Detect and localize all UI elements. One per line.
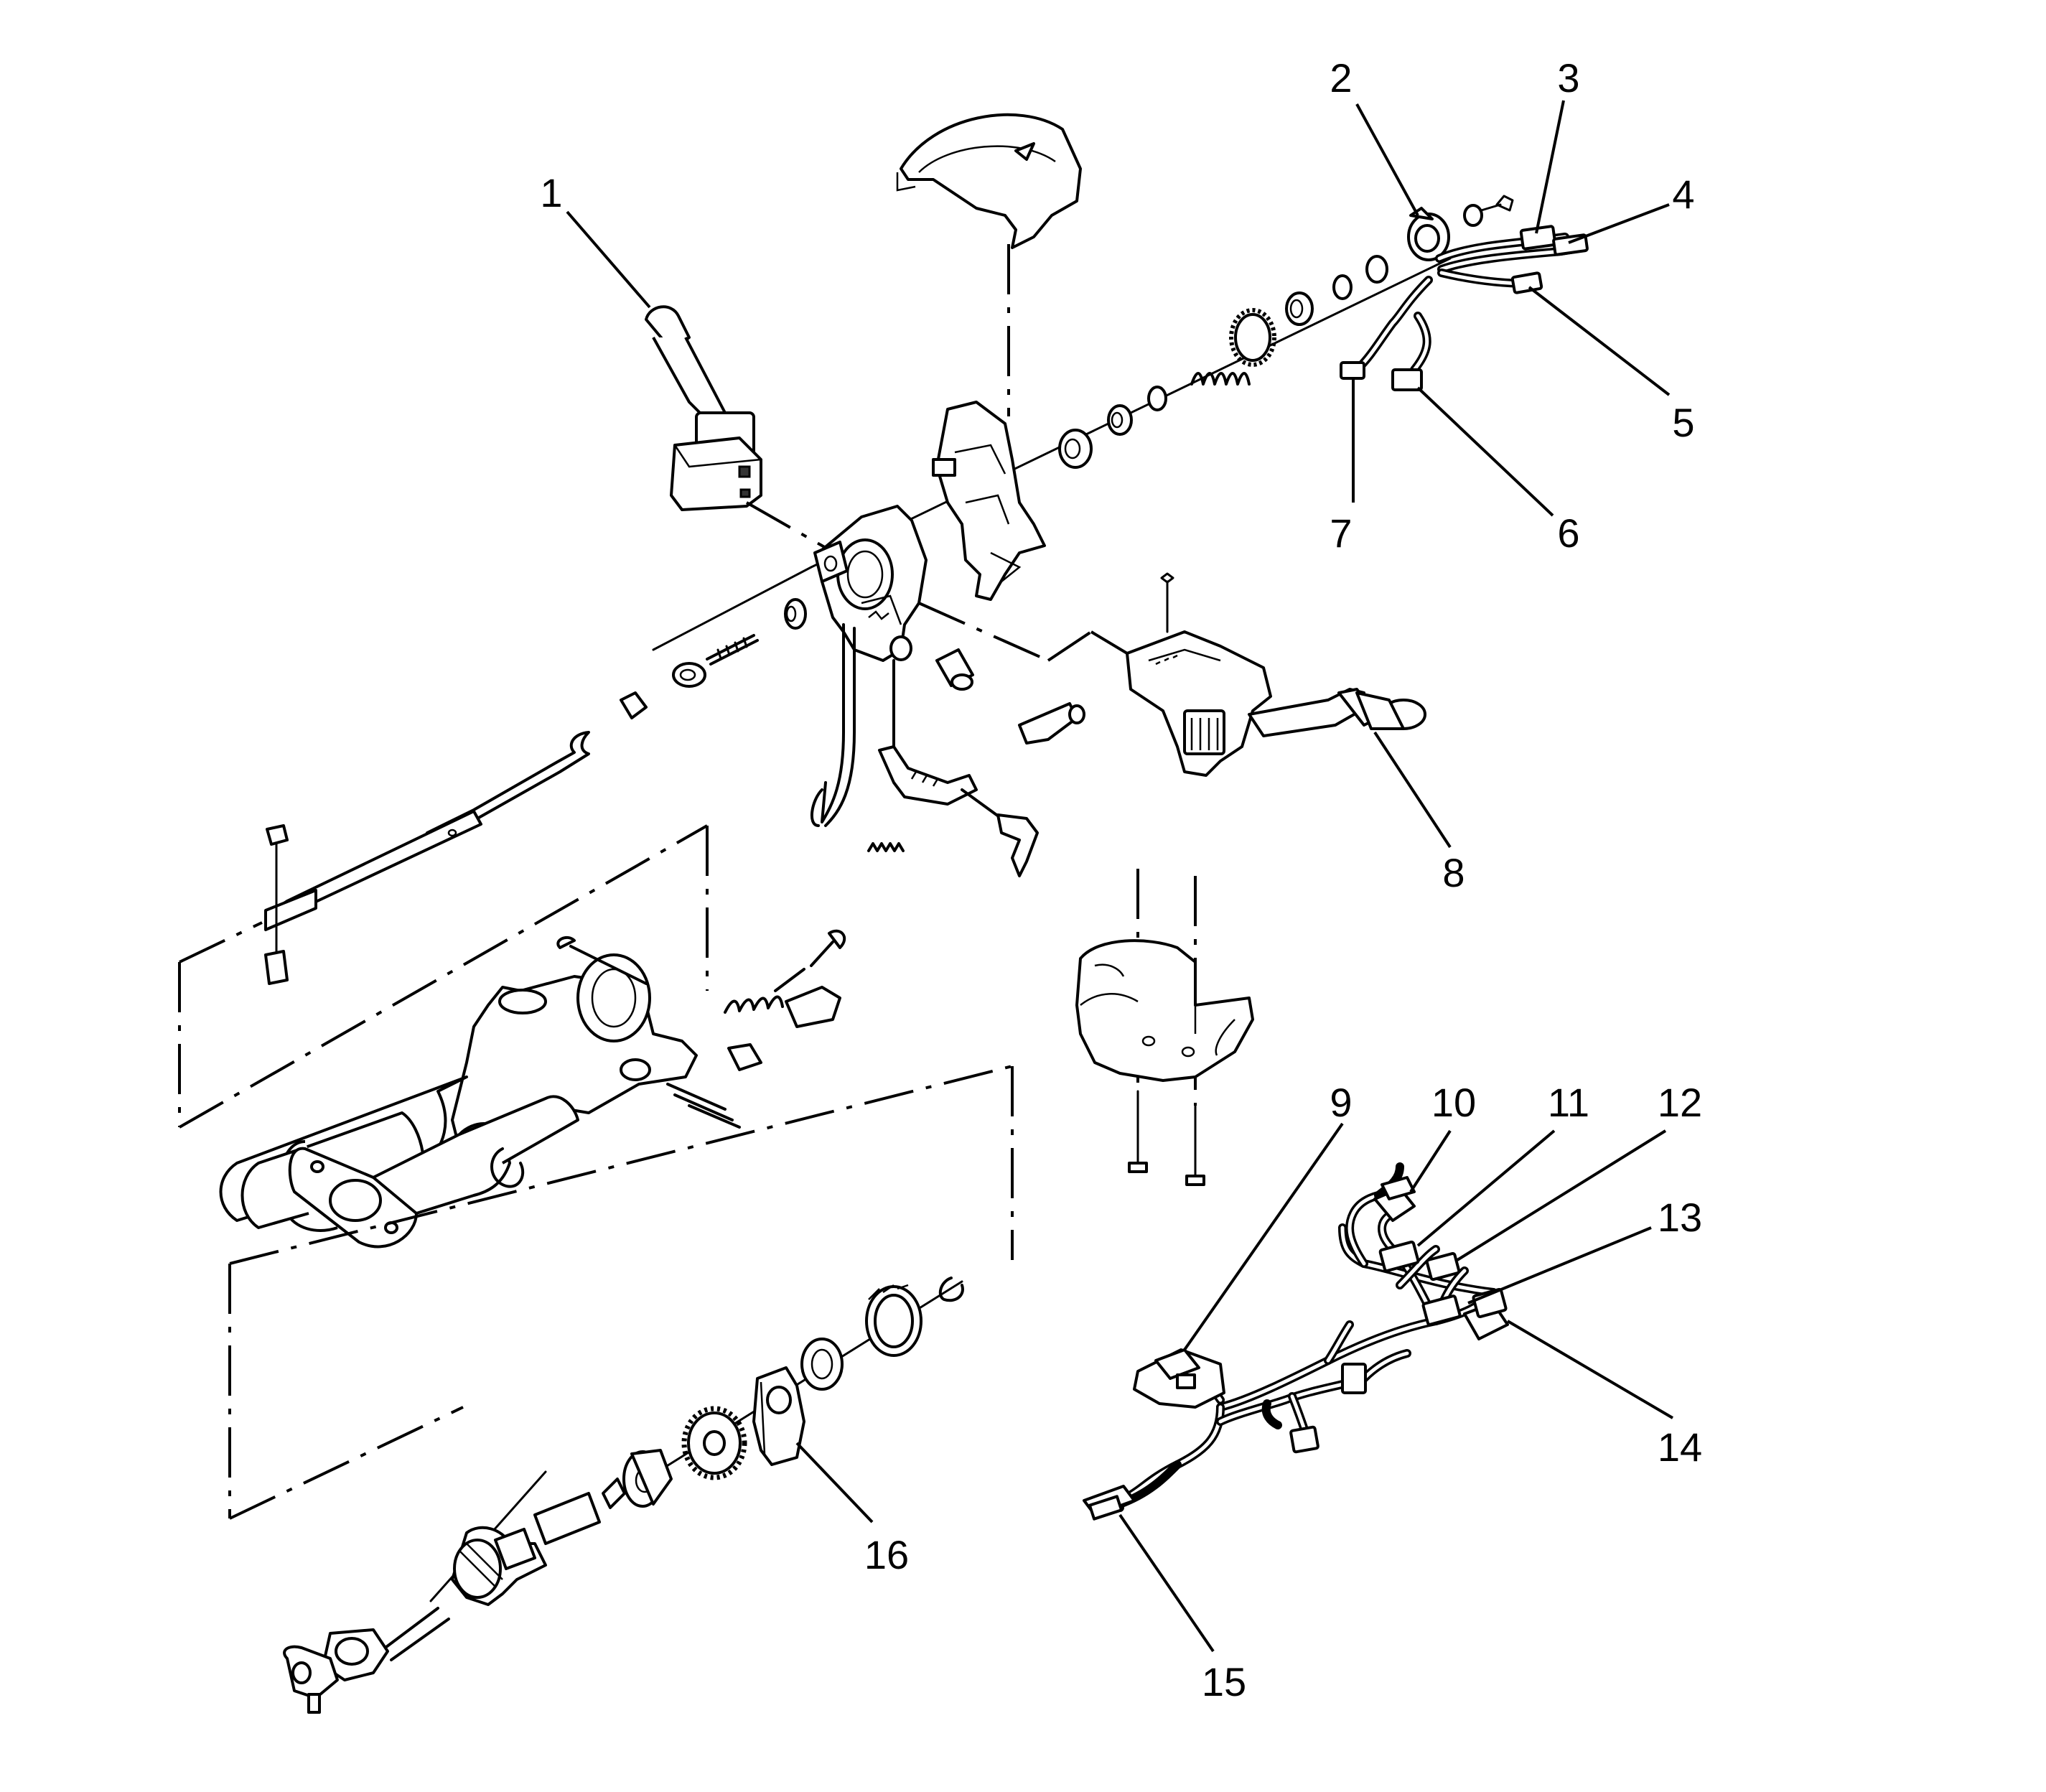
- callout-1: 1: [540, 170, 562, 215]
- shift-rod-clip: [620, 691, 648, 719]
- upper-trim-cover: [896, 113, 1082, 416]
- shaft-seal-ring: [784, 598, 807, 630]
- sensor-ring-gear: [681, 1406, 747, 1480]
- callout-14: 14: [1658, 1424, 1702, 1470]
- column-jacket-dash-frame-lower: [228, 1065, 1014, 1520]
- lock-plate-gear: [1229, 308, 1276, 367]
- upper-shaft-axis: [652, 257, 1452, 651]
- jacket-bolt-and-clip: [264, 824, 289, 985]
- tilt-spring: [724, 968, 805, 1014]
- multifunction-switch-right: [1126, 572, 1426, 777]
- lower-cable-wire: [810, 623, 856, 827]
- callout-3: 3: [1557, 55, 1579, 101]
- tilt-pins: [666, 1043, 762, 1129]
- bearing-adapter: [865, 1284, 922, 1357]
- callout-13: 13: [1658, 1195, 1702, 1240]
- column-jacket-dash-frame-upper: [178, 824, 709, 1129]
- callout-10: 10: [1431, 1080, 1476, 1125]
- callout-11: 11: [1548, 1080, 1589, 1125]
- callout-6: 6: [1557, 510, 1579, 556]
- callout-12: 12: [1658, 1080, 1702, 1125]
- jacket-tube: [372, 1095, 579, 1215]
- lock-housing: [932, 401, 1046, 601]
- shift-rod: [264, 731, 590, 931]
- callouts: 1 2 3 4 5 6 7 8 9 10 11 12 13 14 15 16: [540, 55, 1702, 1704]
- tilt-lever: [785, 986, 841, 1028]
- callout-7: 7: [1330, 510, 1352, 556]
- intermediate-shaft: [283, 1478, 626, 1714]
- column-jacket: [219, 953, 698, 1232]
- lower-cover-screws: [1128, 1090, 1205, 1186]
- switch-housing: [813, 505, 1129, 662]
- lock-bolt-pin: [935, 648, 974, 691]
- small-spring-lower: [867, 842, 905, 852]
- multifunction-connector-tab: [1018, 702, 1085, 745]
- upper-spring: [1190, 372, 1251, 386]
- callout-5: 5: [1672, 400, 1694, 445]
- callout-2: 2: [1330, 55, 1352, 101]
- callout-8: 8: [1442, 850, 1465, 895]
- lower-trim-cover: [1075, 869, 1254, 1106]
- wire-clip-spring: [490, 1147, 525, 1188]
- callout-15: 15: [1202, 1659, 1246, 1704]
- actuator-rack: [878, 659, 1039, 877]
- position-sensor-harness: [1340, 207, 1589, 391]
- callout-9: 9: [1330, 1080, 1352, 1125]
- lower-bearing: [800, 1338, 844, 1391]
- position-sensor-16: [752, 1366, 805, 1466]
- shift-cable-end: [672, 634, 759, 688]
- multifunction-switch-left: [645, 305, 848, 561]
- mid-washers: [1058, 386, 1167, 469]
- tilt-bolts: [556, 929, 846, 985]
- harness-connectors: [1083, 1176, 1509, 1521]
- leader-lines: [566, 100, 1674, 1653]
- shaft-washer-lower: [622, 1449, 673, 1508]
- upper-shaft-washers: [1285, 195, 1514, 326]
- callout-16: 16: [864, 1532, 909, 1577]
- callout-4: 4: [1672, 172, 1694, 217]
- lower-bearing-retainer-ring: [938, 1277, 964, 1302]
